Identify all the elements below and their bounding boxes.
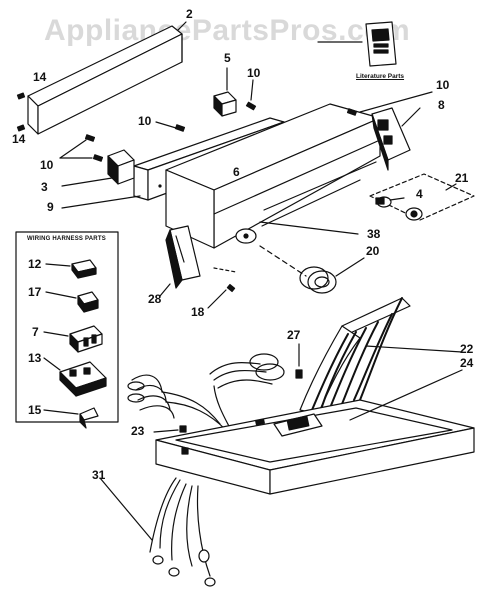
callout-18: 18	[191, 305, 205, 319]
callout-38: 38	[367, 227, 381, 241]
part-31-wire-harness	[99, 353, 285, 587]
harness-part-13	[43, 357, 107, 397]
harness-part-12	[45, 259, 97, 279]
harness-part-7	[43, 325, 103, 353]
part-22-top-gasket	[299, 297, 463, 415]
callout-27: 27	[287, 328, 301, 342]
callout-14-bottom: 14	[12, 132, 26, 146]
callout-9: 9	[47, 200, 54, 214]
callout-4: 4	[416, 187, 423, 201]
part-10-screw-right	[346, 91, 433, 116]
wiring-harness-parts-title: WIRING HARNESS PARTS	[27, 236, 106, 242]
part-10-screws-left	[59, 134, 104, 162]
callout-2: 2	[186, 7, 193, 21]
callout-10-top: 10	[247, 66, 261, 80]
harness-box	[15, 231, 119, 423]
callout-24: 24	[460, 356, 474, 370]
part-38-console	[165, 103, 381, 249]
part-27-screw	[295, 343, 303, 379]
callout-5: 5	[224, 51, 231, 65]
part-24-top	[155, 369, 475, 495]
callout-10-left: 10	[40, 158, 54, 172]
leader-2	[177, 21, 187, 31]
part-3-switch	[61, 149, 135, 187]
callout-6: 6	[233, 165, 240, 179]
callout-8: 8	[438, 98, 445, 112]
callout-21: 21	[455, 171, 469, 185]
part-14-screws	[16, 92, 26, 132]
part-28-side-cover	[159, 225, 201, 297]
callout-31: 31	[92, 468, 106, 482]
part-20-knob	[259, 245, 365, 294]
literature-parts-caption: Literature Parts	[356, 73, 405, 80]
part-8-endcap	[371, 107, 421, 171]
callout-28: 28	[148, 292, 162, 306]
leader-38	[259, 221, 359, 235]
part-5-block	[213, 67, 237, 117]
callout-22: 22	[460, 342, 474, 356]
callout-10-mid: 10	[138, 114, 152, 128]
part-10-screw-mid	[155, 121, 186, 132]
callout-12: 12	[28, 257, 42, 271]
callout-17: 17	[28, 285, 42, 299]
leader-9	[61, 195, 141, 209]
harness-part-17	[45, 291, 99, 313]
part-21-knob-kit	[369, 173, 475, 221]
part-10-screw-top	[245, 79, 257, 111]
callout-20: 20	[366, 244, 380, 258]
part-23-clips	[153, 425, 189, 455]
callout-10-right: 10	[436, 78, 450, 92]
harness-part-15	[43, 407, 99, 429]
callout-15: 15	[28, 403, 42, 417]
part-2-trim-panel	[27, 25, 183, 135]
callout-3: 3	[41, 180, 48, 194]
callout-7: 7	[32, 325, 39, 339]
part-18-screw	[207, 267, 237, 309]
callout-14-top: 14	[33, 70, 47, 84]
callout-13: 13	[28, 351, 42, 365]
callout-23: 23	[131, 424, 145, 438]
literature-card	[317, 21, 397, 67]
